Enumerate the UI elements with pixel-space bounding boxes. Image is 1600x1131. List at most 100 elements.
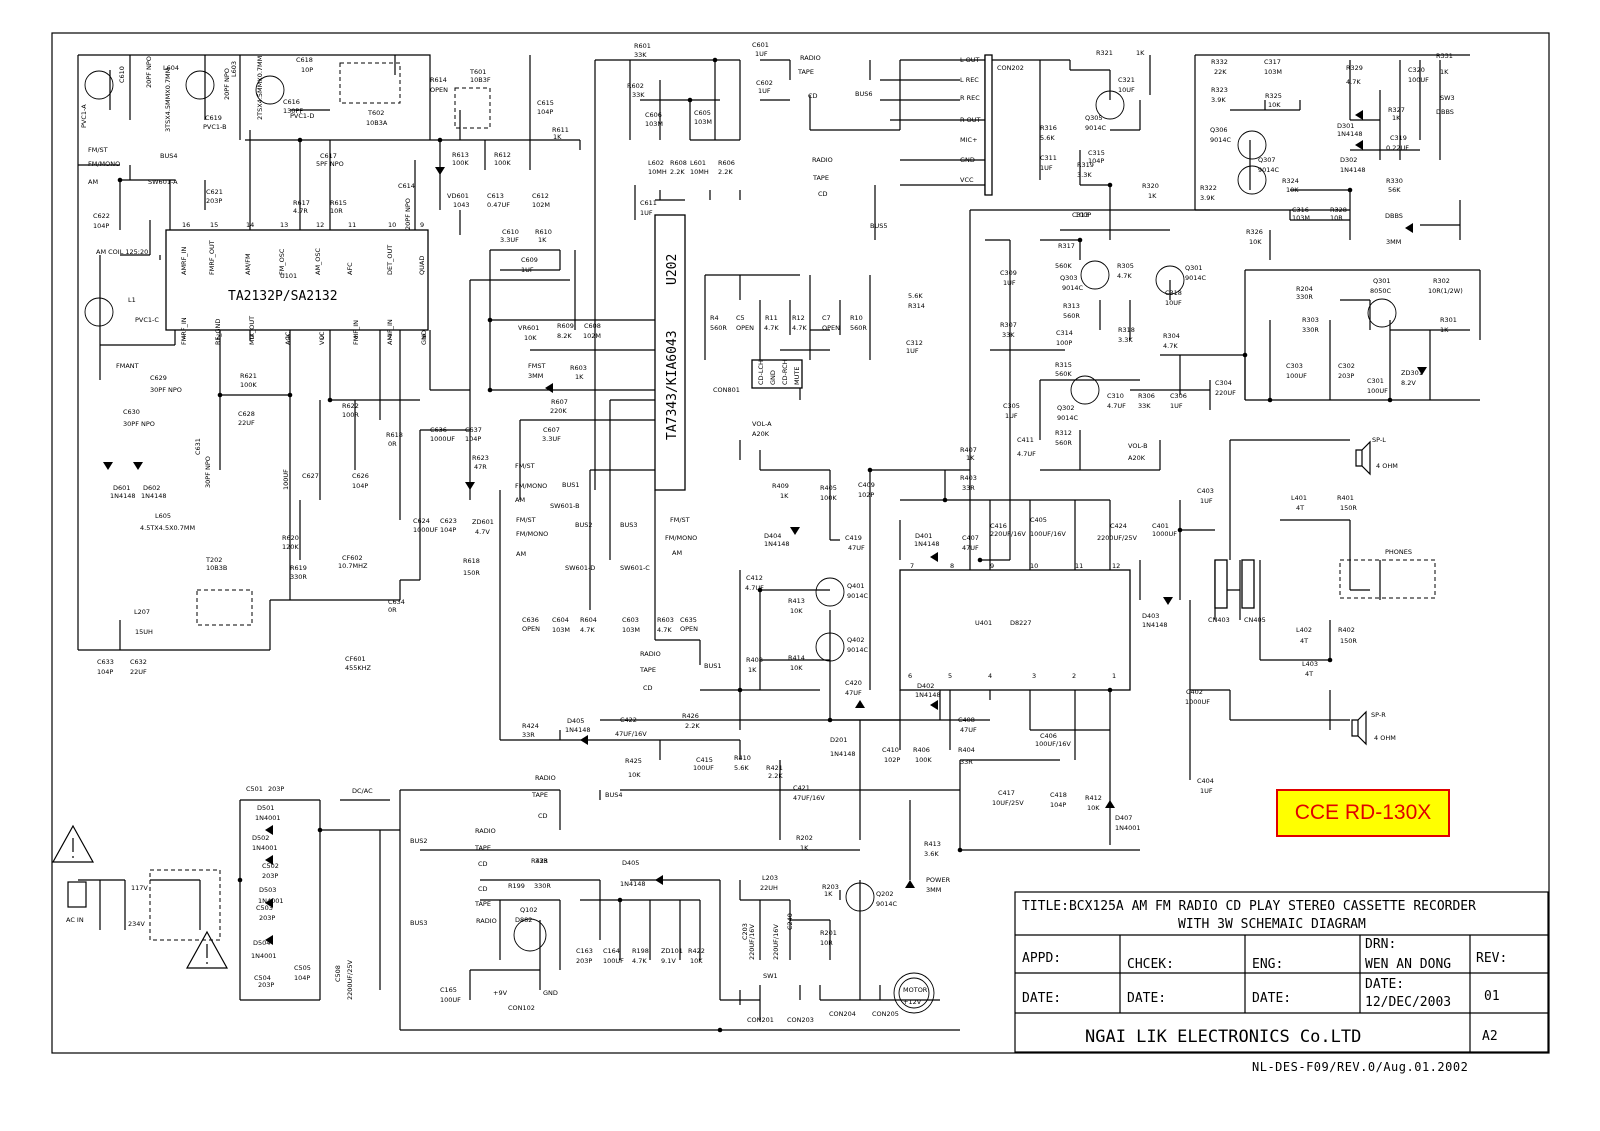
- label-r405: R405: [820, 484, 837, 492]
- label-r303v: 330R: [1302, 326, 1319, 334]
- label-cd3: CD: [818, 190, 828, 198]
- label-fmst1: FM/ST: [88, 146, 108, 154]
- label-bus6: BUS6: [855, 90, 872, 98]
- label-l604v: 3TSX4.5MMX0.7MM: [164, 68, 172, 132]
- u101-pin-bottom-num-4: 4: [286, 333, 290, 341]
- label-c319: C319: [1390, 134, 1407, 142]
- label-r322: R322: [1200, 184, 1217, 192]
- label-r12: R12: [792, 314, 805, 322]
- label-r199: R199: [508, 882, 525, 890]
- label-c7v: OPEN: [822, 324, 840, 332]
- label-d301: D301: [1337, 122, 1354, 130]
- label-r409v: 1K: [780, 492, 789, 500]
- label-v117: 117V: [131, 884, 148, 892]
- label-r608v: 2.2K: [670, 168, 685, 176]
- label-r302: R302: [1433, 277, 1450, 285]
- label-c306: C306: [1170, 392, 1187, 400]
- label-d401v: 1N4148: [914, 540, 940, 548]
- label-r4: R4: [710, 314, 719, 322]
- label-bus4a: BUS4: [160, 152, 177, 160]
- u401-pin-bottom-5: 5: [948, 672, 952, 680]
- label-r413b: R413: [924, 840, 941, 848]
- label-rout: R OUT: [960, 116, 980, 124]
- label-c603v: 103M: [622, 626, 640, 634]
- rev-label: REV:: [1476, 951, 1507, 966]
- label-r12v: 4.7K: [792, 324, 807, 332]
- label-c609: C609: [521, 256, 538, 264]
- label-c405v: 100UF/16V: [1030, 530, 1066, 538]
- label-vd601: VD601: [447, 192, 469, 200]
- label-c418: C418: [1050, 791, 1067, 799]
- label-r604: R604: [580, 616, 597, 624]
- label-c165: C165: [440, 986, 457, 994]
- label-c403: C403: [1197, 487, 1214, 495]
- label-d403v: 1N4148: [1142, 621, 1168, 629]
- label-d502: D502: [252, 834, 269, 842]
- label-c615v: 104P: [537, 108, 553, 116]
- label-d405v: 1N4148: [565, 726, 591, 734]
- label-q301v: 9014C: [1185, 274, 1207, 282]
- label-rrec: R REC: [960, 94, 980, 102]
- rev-value: 01: [1484, 989, 1500, 1004]
- label-c304v: 220UF: [1215, 389, 1236, 397]
- label-r199v: 330R: [534, 882, 551, 890]
- label-c508: C508: [334, 965, 342, 982]
- label-c621: C621: [206, 188, 223, 196]
- label-r305v: 4.7K: [1117, 272, 1132, 280]
- label-c411: C411: [1017, 436, 1034, 444]
- label-c411v: 4.7UF: [1017, 450, 1036, 458]
- label-r423: R423: [531, 857, 548, 865]
- u101-pin-bottom-num-2: 2: [216, 333, 220, 341]
- label-c314: C314: [1056, 329, 1073, 337]
- u101-pin-labels: AMRF_IN16FMRF_OUT15AM/FM14FM_OSC13AM_OSC…: [180, 221, 428, 345]
- date-label-1: DATE:: [1022, 991, 1061, 1006]
- label-r324v: 10K: [1286, 186, 1299, 194]
- label-tape3: TAPE: [812, 174, 829, 182]
- u401-part-number: D8227: [1010, 619, 1032, 627]
- label-r321v: 1K: [1136, 49, 1145, 57]
- motor: [893, 972, 935, 1014]
- label-tape6: TAPE: [474, 900, 491, 908]
- u101-pin-top-3: AM/FM: [244, 253, 252, 275]
- label-motorv: +12V: [903, 998, 922, 1006]
- label-q102: Q102: [520, 906, 538, 914]
- label-r329v: 4.7K: [1346, 78, 1361, 86]
- label-d407: D407: [1115, 814, 1132, 822]
- eng-label: ENG:: [1252, 957, 1283, 972]
- label-sw601c: SW601-C: [620, 564, 650, 572]
- pvc1d-cap: [255, 75, 285, 105]
- label-r10: R10: [850, 314, 863, 322]
- label-r424v: 33R: [522, 731, 535, 739]
- title-line-1: TITLE:BCX125A AM FM RADIO CD PLAY STEREO…: [1022, 899, 1476, 914]
- q402-transistor: [815, 632, 845, 662]
- sheet-frame: [51, 32, 1550, 1054]
- label-q302v: 9014C: [1057, 414, 1079, 422]
- label-d302: D302: [1340, 156, 1357, 164]
- label-bus3b: BUS3: [410, 919, 427, 927]
- label-c607v: 3.3UF: [542, 435, 561, 443]
- label-amcoil: AM COIL 125:20: [96, 248, 148, 256]
- label-c629: C629: [150, 374, 167, 382]
- u101-chip: [165, 229, 429, 331]
- cn405-block: [1241, 559, 1255, 609]
- label-q303v: 9014C: [1062, 284, 1084, 292]
- label-l401v: 4T: [1296, 504, 1304, 512]
- label-c312: C312: [906, 339, 923, 347]
- label-r618bv: 0R: [388, 440, 397, 448]
- u101-pin-bottom-num-6: 6: [354, 333, 358, 341]
- label-c601v: 1UF: [755, 50, 768, 58]
- label-c163v: 203P: [576, 957, 592, 965]
- u101-pin-top-num-4: 13: [280, 221, 288, 229]
- label-sw3v: DBBS: [1436, 108, 1454, 116]
- label-zd101v: 9.1V: [661, 957, 676, 965]
- label-c309v: 1UF: [1003, 279, 1016, 287]
- label-c616: C616: [283, 98, 300, 106]
- label-d407v: 1N4001: [1115, 824, 1141, 832]
- label-c501: C501: [246, 785, 263, 793]
- u101-pin-top-5: AM_OSC: [314, 247, 322, 275]
- label-r327v: 1K: [1392, 114, 1401, 122]
- company-name: NGAI LIK ELECTRONICS Co.LTD: [1085, 1027, 1361, 1047]
- label-c611v: 1UF: [640, 209, 653, 217]
- label-c503: C503: [256, 904, 273, 912]
- label-r10v: 560R: [850, 324, 867, 332]
